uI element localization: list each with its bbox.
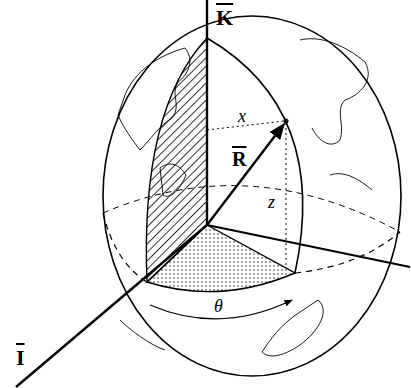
vector-label: R <box>232 146 246 169</box>
axis-label: I <box>16 344 25 369</box>
position-vector <box>207 124 284 225</box>
k-axis <box>206 0 208 225</box>
i-axis <box>16 225 207 387</box>
axis-label: K <box>216 4 233 29</box>
continent-outlines <box>118 39 372 356</box>
coordinate-label: x <box>238 104 246 125</box>
sphere-outline <box>103 16 401 376</box>
z-projection <box>286 123 287 268</box>
meridian <box>207 38 303 273</box>
equator-front-right <box>295 232 400 273</box>
point-dot <box>284 119 289 124</box>
equator-front-left <box>103 213 147 282</box>
j-axis <box>207 225 410 267</box>
coordinate-label: z <box>268 190 275 211</box>
angle-label: θ <box>214 294 223 315</box>
